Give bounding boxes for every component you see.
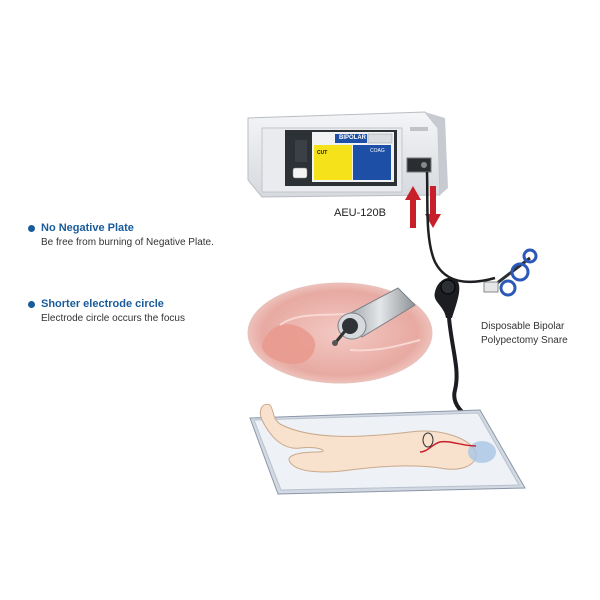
screen-coag-label: COAG [370,148,385,154]
snare-label-line1: Disposable Bipolar [481,321,565,332]
snare-label-line2: Polypectomy Snare [481,335,568,346]
patient-head [468,441,496,463]
feature-description: Electrode circle occurs the focus [41,313,185,324]
screen-mode-label: BIPOLAR [339,135,366,141]
signal-arrows-icon [405,186,441,228]
feature-title: No Negative Plate [41,222,134,234]
bullet-dot-icon [28,300,35,308]
snare-handle-icon [483,248,538,297]
screen-cut-label: CUT [317,150,328,156]
feature-no-negative-plate: No Negative Plate Be free from burning o… [28,222,214,248]
patient-illustration [249,403,526,495]
tissue-zoom-view [247,282,433,384]
cable [425,171,496,284]
screen-coag-panel [353,145,391,180]
feature-shorter-electrode-circle: Shorter electrode circle Electrode circl… [28,298,185,324]
electrosurgical-unit [247,111,448,198]
screen-cut-panel [314,145,352,180]
snare-label: Disposable Bipolar Polypectomy Snare [481,320,568,348]
device-model-label: AEU-120B [334,207,386,219]
feature-title: Shorter electrode circle [41,298,164,310]
power-button [292,167,308,179]
device-connector [406,157,432,173]
bullet-dot-icon [28,224,35,232]
feature-description: Be free from burning of Negative Plate. [41,237,214,248]
